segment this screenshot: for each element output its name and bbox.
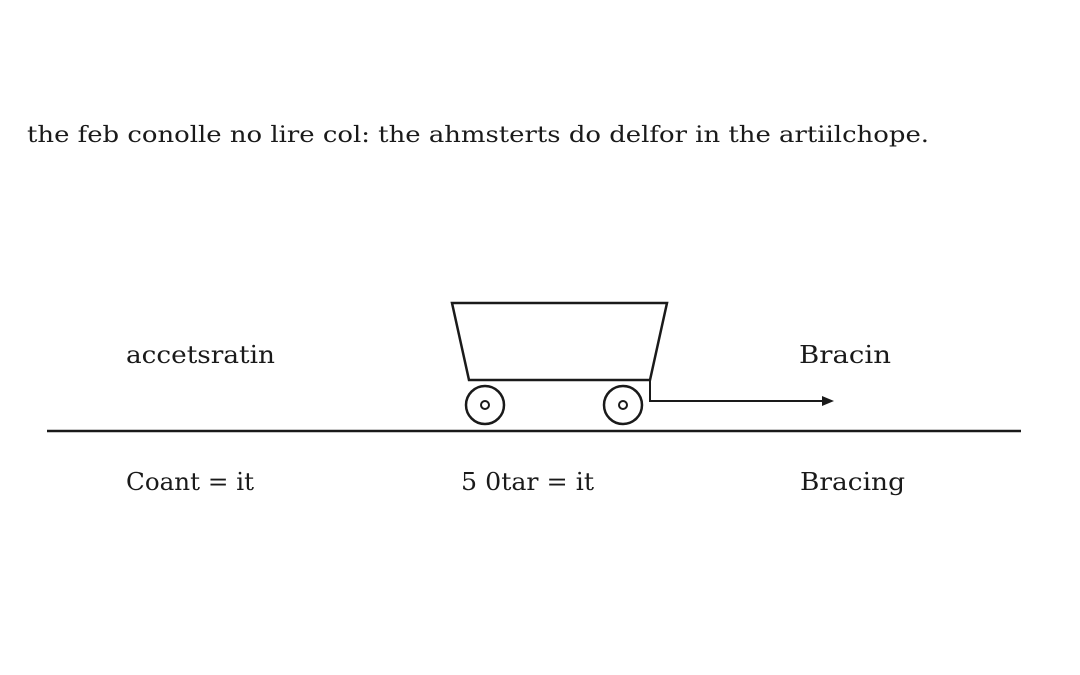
wheel-right bbox=[602, 384, 644, 426]
label-acceleration: accetsratin bbox=[126, 341, 275, 369]
cart-body bbox=[450, 301, 669, 382]
arrow-head-icon bbox=[822, 396, 834, 406]
label-star: 5 0tar = it bbox=[461, 468, 594, 496]
label-bracin: Bracin bbox=[799, 341, 891, 369]
force-arrow bbox=[649, 380, 834, 406]
label-coant: Coant = it bbox=[126, 468, 254, 496]
cart bbox=[450, 301, 669, 426]
label-bracing: Bracing bbox=[800, 468, 905, 496]
caption: the feb conolle no lire col: the ahmster… bbox=[27, 123, 929, 148]
wheel-left bbox=[464, 384, 506, 426]
